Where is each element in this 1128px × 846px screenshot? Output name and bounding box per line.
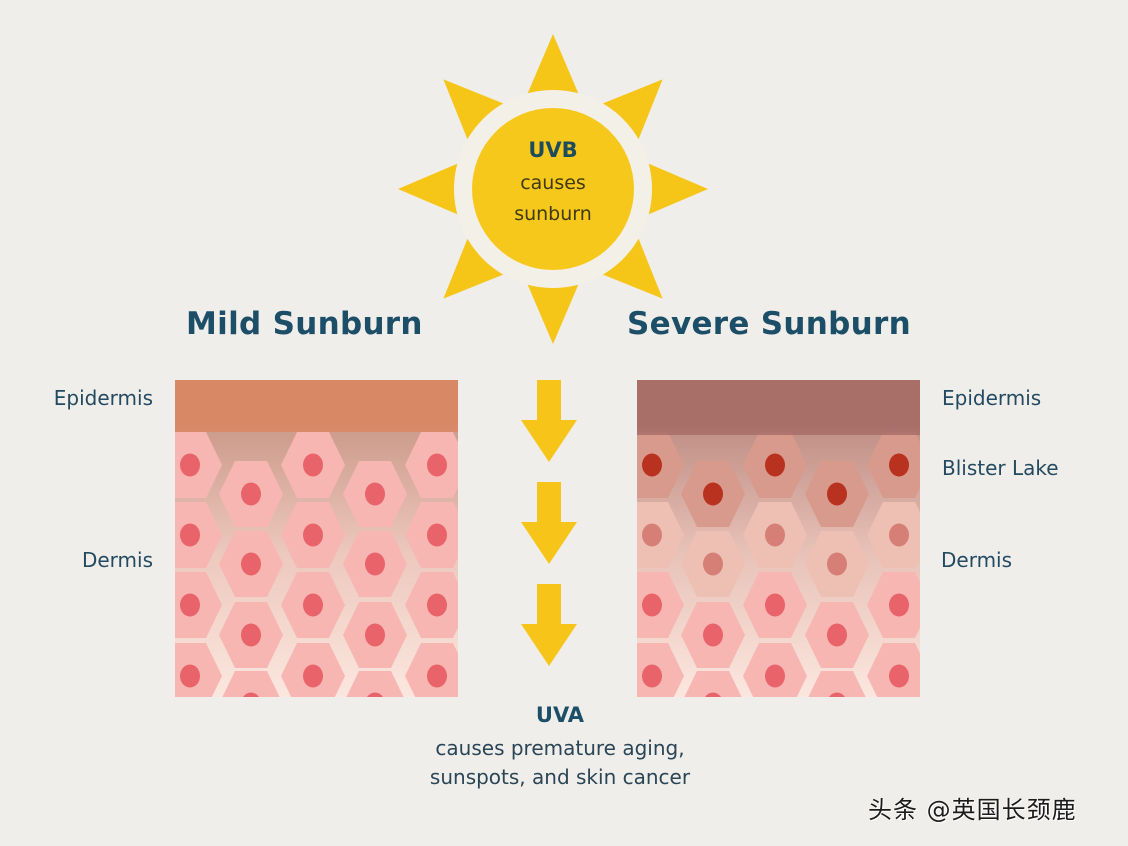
blister-lake-label: Blister Lake <box>942 456 1059 480</box>
epidermis-layer <box>637 380 920 435</box>
cell-nucleus <box>180 523 200 547</box>
uvb-description-line2: sunburn <box>514 203 592 225</box>
cell-nucleus <box>642 593 662 617</box>
arrow-down-icon <box>521 482 577 564</box>
cell-nucleus <box>889 453 909 477</box>
cell-nucleus <box>642 523 662 547</box>
uva-description-line1: causes premature aging, <box>435 736 685 760</box>
cell-nucleus <box>241 552 261 576</box>
uva-title: UVA <box>535 703 585 727</box>
cell-nucleus <box>765 664 785 688</box>
sun-ray <box>443 225 517 299</box>
sun-ray <box>398 157 471 221</box>
sun-ray <box>589 79 663 153</box>
cell-nucleus <box>827 482 847 506</box>
cell-nucleus <box>765 453 785 477</box>
cell-nucleus <box>889 593 909 617</box>
cell-nucleus <box>365 552 385 576</box>
sun-ray <box>635 157 708 221</box>
cell-nucleus <box>705 692 721 697</box>
sun-icon <box>398 34 708 344</box>
cell-nucleus <box>180 593 200 617</box>
epidermis-layer <box>175 380 458 432</box>
cell-nucleus <box>642 664 662 688</box>
cell-nucleus <box>703 552 723 576</box>
cell-nucleus <box>765 523 785 547</box>
arrow-down-icon <box>521 584 577 666</box>
skin-cell <box>346 671 404 697</box>
cell-nucleus <box>765 593 785 617</box>
uva-description-line2: sunspots, and skin cancer <box>429 765 691 789</box>
cell-nucleus <box>365 623 385 647</box>
cell-nucleus <box>427 593 447 617</box>
severe-sunburn-skin-diagram <box>637 380 920 697</box>
uvb-description-line1: causes <box>520 172 586 194</box>
arrow-down-icon <box>521 380 577 462</box>
cell-nucleus <box>642 453 662 477</box>
skin-cell <box>684 671 742 697</box>
cell-nucleus <box>303 664 323 688</box>
sun-ray <box>521 34 585 107</box>
cell-nucleus <box>827 623 847 647</box>
right-epidermis-label: Epidermis <box>942 386 1042 410</box>
cell-nucleus <box>829 692 845 697</box>
cell-nucleus <box>241 623 261 647</box>
cell-nucleus <box>427 664 447 688</box>
severe-sunburn-heading: Severe Sunburn <box>627 306 911 342</box>
skin-cell <box>222 671 280 697</box>
cell-nucleus <box>241 482 261 506</box>
mild-sunburn-heading: Mild Sunburn <box>186 306 423 342</box>
cell-nucleus <box>303 523 323 547</box>
cell-nucleus <box>180 664 200 688</box>
skin-cell <box>808 671 866 697</box>
uvb-title: UVB <box>528 138 578 162</box>
cell-nucleus <box>827 552 847 576</box>
watermark: 头条 @英国长颈鹿 <box>868 796 1077 824</box>
cell-nucleus <box>367 692 383 697</box>
sun-ray <box>589 225 663 299</box>
uv-arrows <box>521 380 577 666</box>
cell-nucleus <box>180 453 200 477</box>
cell-nucleus <box>889 523 909 547</box>
cell-nucleus <box>889 664 909 688</box>
cell-nucleus <box>703 623 723 647</box>
right-dermis-label: Dermis <box>941 548 1013 572</box>
cell-nucleus <box>703 482 723 506</box>
cell-nucleus <box>303 593 323 617</box>
left-dermis-label: Dermis <box>81 548 153 572</box>
cell-nucleus <box>303 453 323 477</box>
left-epidermis-label: Epidermis <box>53 386 153 410</box>
cell-nucleus <box>243 692 259 697</box>
cell-nucleus <box>427 523 447 547</box>
sun-ray <box>521 271 585 344</box>
cell-nucleus <box>365 482 385 506</box>
sun-disc <box>472 108 634 270</box>
sun-ray <box>443 79 517 153</box>
cell-nucleus <box>427 453 447 477</box>
mild-sunburn-skin-diagram <box>175 380 458 697</box>
